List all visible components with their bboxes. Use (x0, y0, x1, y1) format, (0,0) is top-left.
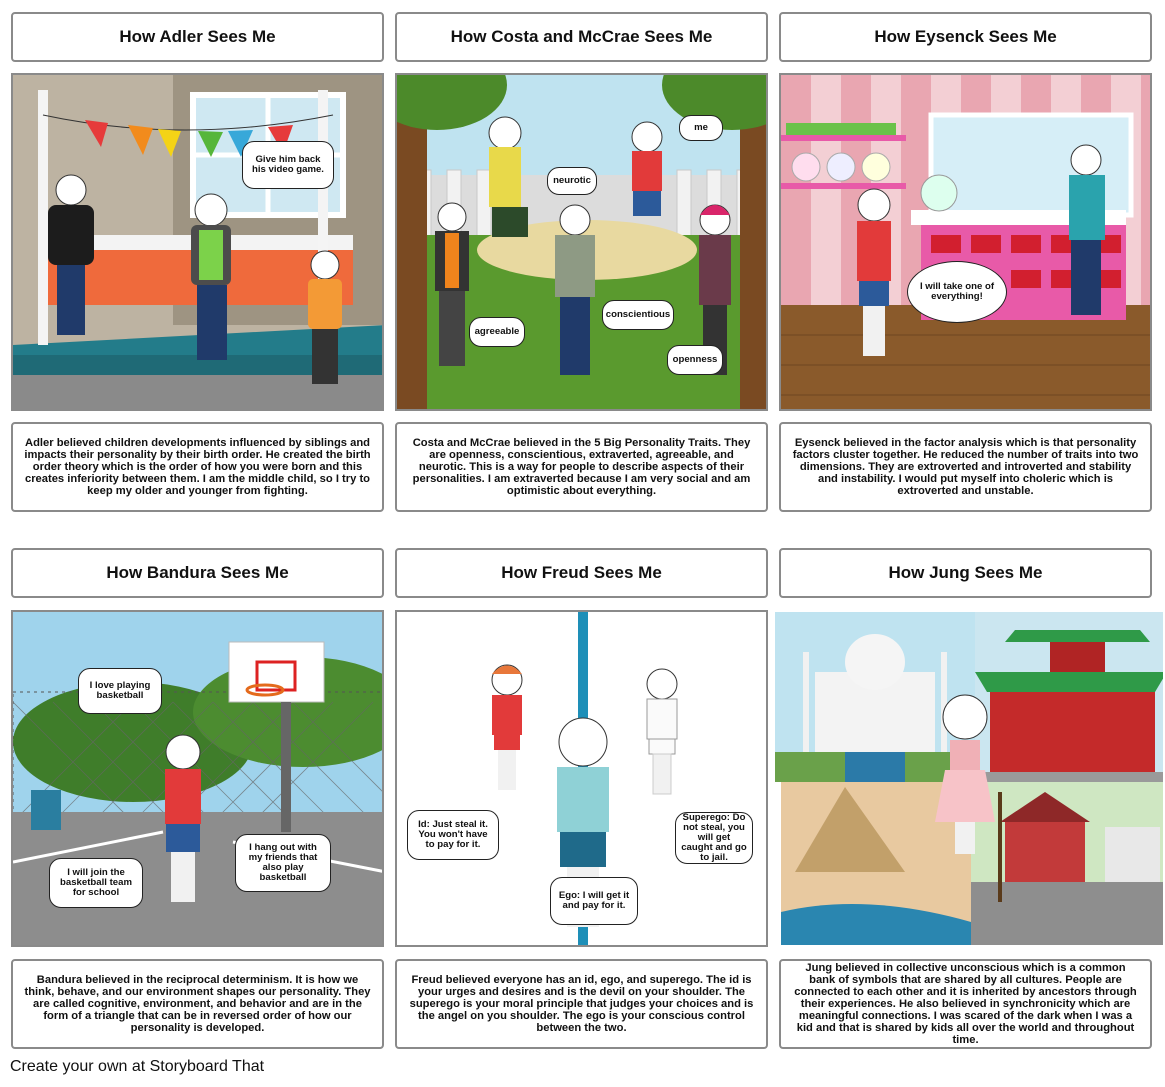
devil-girl-red (491, 664, 523, 790)
girl-green-shirt (191, 193, 231, 360)
panel-title-text: How Adler Sees Me (119, 27, 276, 46)
speech-bubble: openness (667, 345, 723, 375)
candy-shop-illustration (781, 75, 1150, 409)
panel-caption-costa: Costa and McCrae believed in the 5 Big P… (395, 422, 768, 512)
boy-black-jacket (435, 202, 469, 366)
panel-title-text: How Eysenck Sees Me (874, 27, 1057, 46)
panel-title-costa: How Costa and McCrae Sees Me (395, 12, 768, 62)
panel-caption-adler: Adler believed children developments inf… (11, 422, 384, 512)
panel-title-eysenck: How Eysenck Sees Me (779, 12, 1152, 62)
caption-text: Bandura believed in the reciprocal deter… (24, 974, 371, 1034)
scene-eysenck: I will take one of everything! (779, 73, 1152, 411)
caption-text: Jung believed in collective unconscious … (794, 962, 1137, 1046)
girl-red-shirt (857, 188, 891, 356)
panel-caption-jung: Jung believed in collective unconscious … (779, 959, 1152, 1049)
speech-bubble: neurotic (547, 167, 597, 195)
speech-bubble: Ego: I will get it and pay for it. (550, 877, 638, 925)
panel-caption-eysenck: Eysenck believed in the factor analysis … (779, 422, 1152, 512)
angel-girl-white (646, 668, 678, 795)
panel-caption-bandura: Bandura believed in the reciprocal deter… (11, 959, 384, 1049)
panel-title-text: How Jung Sees Me (888, 563, 1043, 582)
boy-orange-shirt (308, 250, 342, 384)
caption-text: Costa and McCrae believed in the 5 Big P… (412, 437, 751, 497)
panel-title-bandura: How Bandura Sees Me (11, 548, 384, 598)
caption-text: Eysenck believed in the factor analysis … (792, 437, 1139, 497)
girl-red-jumping (631, 121, 663, 216)
speech-bubble: I love playing basketball (78, 668, 162, 714)
scene-jung (773, 610, 1165, 947)
girl-red-shirt (165, 734, 201, 902)
speech-bubble: I hang out with my friends that also pla… (235, 834, 331, 892)
caption-text: Freud believed everyone has an id, ego, … (409, 974, 754, 1034)
scene-bandura: I love playing basketball I hang out wit… (11, 610, 384, 947)
panel-title-adler: How Adler Sees Me (11, 12, 384, 62)
scene-costa-mccrae: neurotic me agreeable conscientious open… (395, 73, 768, 411)
panel-title-text: How Costa and McCrae Sees Me (450, 27, 713, 46)
caption-text: Adler believed children developments inf… (24, 437, 371, 497)
bedroom-illustration (13, 75, 382, 409)
scene-freud: Id: Just steal it. You won't have to pay… (395, 610, 768, 947)
speech-bubble: I will join the basketball team for scho… (49, 858, 143, 908)
speech-bubble: I will take one of everything! (907, 261, 1007, 323)
panel-title-text: How Freud Sees Me (501, 563, 662, 582)
scene-adler: Give him back his video game. (11, 73, 384, 411)
old-man-glasses (555, 204, 595, 375)
speech-bubble: conscientious (602, 300, 674, 330)
panel-title-jung: How Jung Sees Me (779, 548, 1152, 598)
speech-bubble: agreeable (469, 317, 525, 347)
man-teal-shirt (1069, 144, 1105, 315)
collage-illustration (775, 612, 1163, 945)
storyboard-that-link[interactable]: Create your own at Storyboard That (10, 1058, 265, 1075)
panel-caption-freud: Freud believed everyone has an id, ego, … (395, 959, 768, 1049)
speech-bubble: Give him back his video game. (242, 141, 334, 189)
freud-illustration (397, 612, 766, 945)
woman-yellow (488, 116, 528, 237)
boy-black-hoodie (48, 174, 94, 335)
panel-title-freud: How Freud Sees Me (395, 548, 768, 598)
panel-title-text: How Bandura Sees Me (106, 563, 289, 582)
speech-bubble: Superego: Do not steal, you will get cau… (675, 812, 753, 864)
speech-bubble: Id: Just steal it. You won't have to pay… (407, 810, 499, 860)
girl-scared-pink-dress (935, 694, 995, 854)
speech-bubble: me (679, 115, 723, 141)
